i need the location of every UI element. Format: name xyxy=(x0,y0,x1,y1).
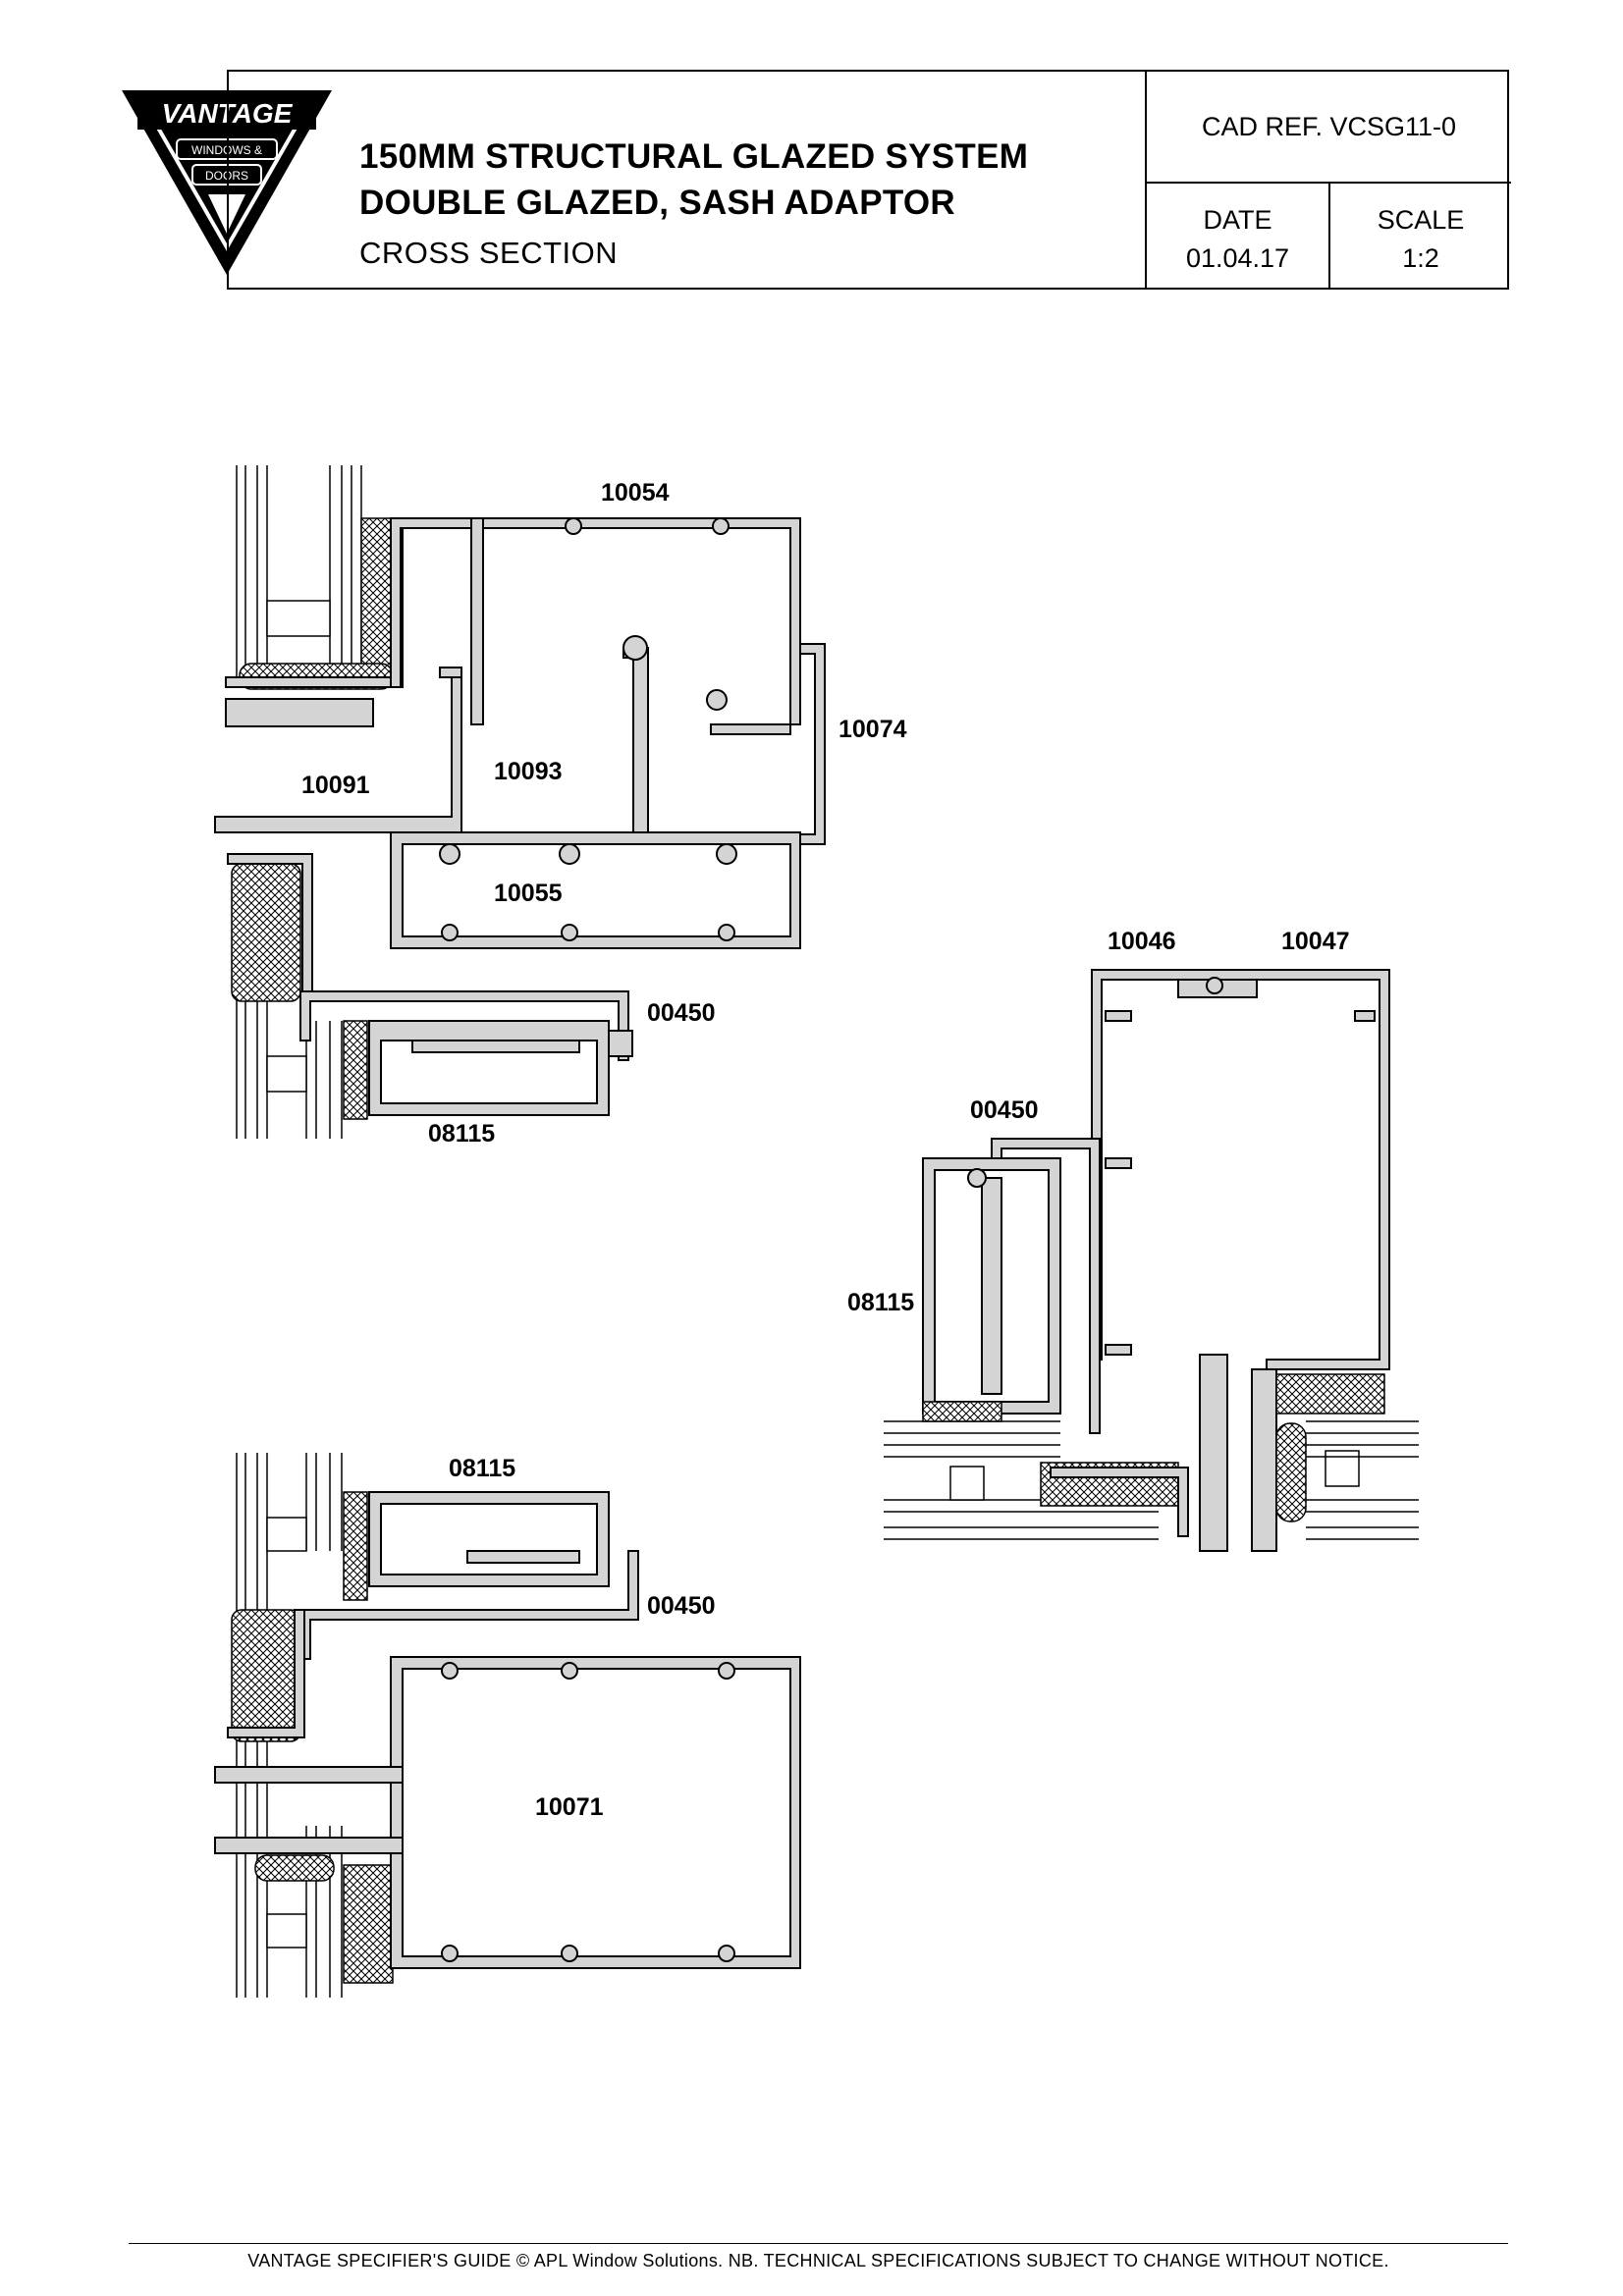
part-label-08115-right: 08115 xyxy=(847,1289,915,1316)
part-label-00450-bottom: 00450 xyxy=(647,1592,716,1620)
drawing-subtitle: CROSS SECTION xyxy=(359,236,619,270)
glazing-seal xyxy=(360,517,394,684)
top-detail xyxy=(214,465,826,1139)
profile-10093-centre xyxy=(622,647,649,835)
footer-rule xyxy=(129,2243,1508,2244)
spacer-bar xyxy=(266,600,331,637)
part-label-10047: 10047 xyxy=(1281,928,1350,955)
sash-mullion xyxy=(1199,1354,1228,1552)
lower-seal xyxy=(231,863,301,1002)
part-label-10093: 10093 xyxy=(494,758,563,785)
date-value: 01.04.17 xyxy=(1185,243,1290,273)
footer-disclaimer: VANTAGE SPECIFIER'S GUIDE © APL Window S… xyxy=(247,2251,1389,2270)
profile-00450-right xyxy=(991,1138,1101,1434)
drawing-title-line1: 150MM STRUCTURAL GLAZED SYSTEM xyxy=(359,137,1029,176)
part-label-08115-bottom: 08115 xyxy=(449,1455,516,1482)
transom-bar-upper xyxy=(214,1766,404,1784)
part-label-10054: 10054 xyxy=(601,479,670,507)
part-label-10055: 10055 xyxy=(494,880,563,907)
profile-10054-lip xyxy=(710,723,791,735)
bottom-detail xyxy=(214,1453,801,1998)
part-label-08115-top: 08115 xyxy=(428,1120,496,1148)
date-label: DATE xyxy=(1203,205,1272,235)
profile-10054 xyxy=(390,517,801,725)
top-glazing-unit xyxy=(236,465,362,687)
scale-label: SCALE xyxy=(1377,205,1465,235)
title-block-info: CAD REF. VCSG11-0 DATE 01.04.17 SCALE 1:… xyxy=(1145,72,1511,288)
part-label-10091: 10091 xyxy=(301,772,370,799)
part-label-10071: 10071 xyxy=(535,1793,604,1821)
transom-bar-lower xyxy=(214,1837,404,1854)
part-label-00450-top: 00450 xyxy=(647,999,716,1027)
title-block: CAD REF. VCSG11-0 DATE 01.04.17 SCALE 1:… xyxy=(227,70,1511,290)
glazing-bead xyxy=(225,698,374,727)
profile-00450-top xyxy=(299,990,629,1061)
part-label-10074: 10074 xyxy=(839,716,907,743)
scale-value: 1:2 xyxy=(1402,243,1439,273)
profile-10046-10047 xyxy=(1091,969,1390,1370)
part-label-10046: 10046 xyxy=(1108,928,1176,955)
drawing-title-line2: DOUBLE GLAZED, SASH ADAPTOR xyxy=(359,184,956,222)
right-detail xyxy=(884,969,1419,1552)
scale-cell: SCALE 1:2 xyxy=(1330,184,1511,288)
profile-10091 xyxy=(214,676,462,833)
cad-reference: CAD REF. VCSG11-0 xyxy=(1147,72,1511,184)
part-label-00450-right: 00450 xyxy=(970,1096,1039,1124)
date-cell: DATE 01.04.17 xyxy=(1147,184,1330,288)
profile-10054-web xyxy=(470,517,484,725)
